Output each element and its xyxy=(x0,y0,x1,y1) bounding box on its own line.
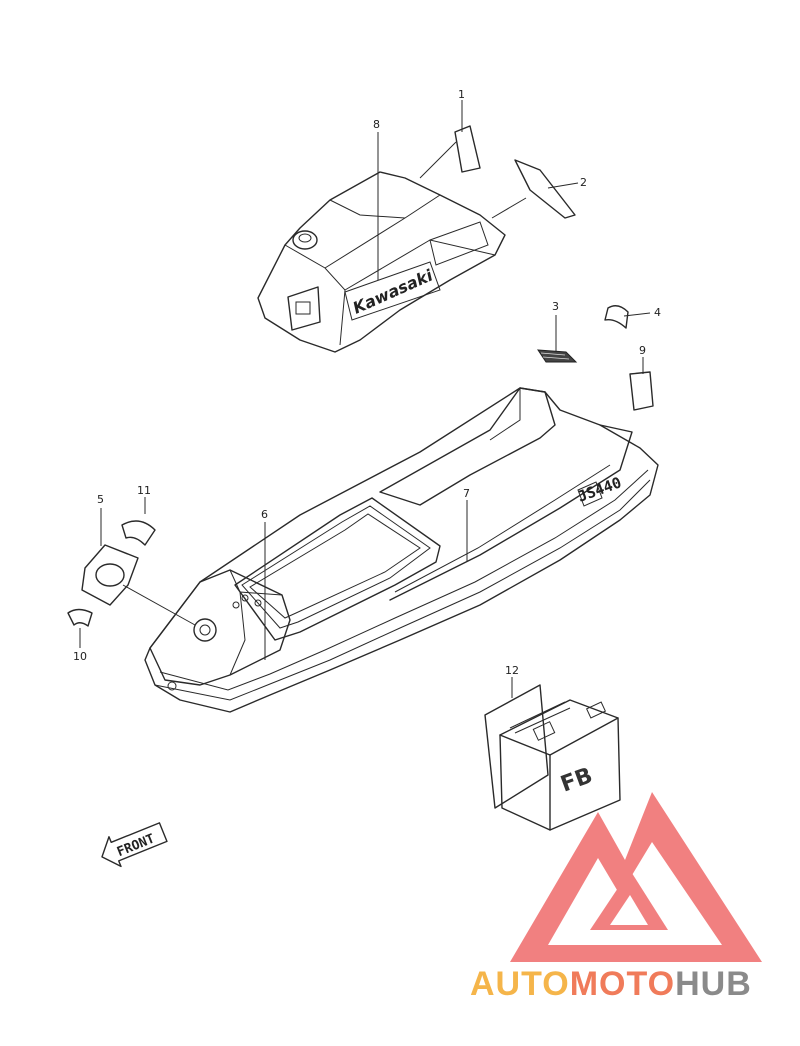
decal-3-shape xyxy=(537,349,578,363)
callout-10: 10 xyxy=(73,650,87,663)
callout-1: 1 xyxy=(458,88,465,101)
callout-12: 12 xyxy=(505,664,519,677)
callout-4: 4 xyxy=(654,306,661,319)
front-arrow-text: FRONT xyxy=(115,831,157,860)
decal-2-shape xyxy=(514,159,576,219)
callout-7: 7 xyxy=(463,487,470,500)
decal-11-shape xyxy=(121,520,156,546)
hood-brand-text: Kawasaki xyxy=(350,265,436,317)
callout-6: 6 xyxy=(261,508,268,521)
watermark-moto: MOTO xyxy=(570,965,675,1003)
callout-2: 2 xyxy=(580,176,587,189)
leader-lines xyxy=(79,100,651,698)
watermark-hub: HUB xyxy=(675,965,752,1003)
decal-9-shape xyxy=(629,371,654,411)
watermark-logo xyxy=(510,792,762,962)
hull: JS440 xyxy=(144,387,659,713)
battery-label: FB xyxy=(558,763,596,797)
hull-model-text: JS440 xyxy=(575,473,624,505)
callout-3: 3 xyxy=(552,300,559,313)
engine-hood: Kawasaki xyxy=(257,171,506,353)
decal-10-shape xyxy=(67,608,93,627)
battery: FB xyxy=(484,684,621,831)
watermark-auto: AUTO xyxy=(470,965,570,1003)
decal-5-shape xyxy=(81,544,139,606)
callout-11: 11 xyxy=(137,484,151,497)
front-arrow: FRONT xyxy=(101,822,168,868)
callout-labels: 1 2 3 4 5 6 7 8 9 10 11 12 xyxy=(73,88,661,677)
callout-8: 8 xyxy=(373,118,380,131)
callout-5: 5 xyxy=(97,493,104,506)
callout-9: 9 xyxy=(639,344,646,357)
decal-1-shape xyxy=(454,125,481,173)
decal-4-shape xyxy=(604,305,629,329)
watermark-text: AUTOMOTOHUB xyxy=(470,965,752,1003)
